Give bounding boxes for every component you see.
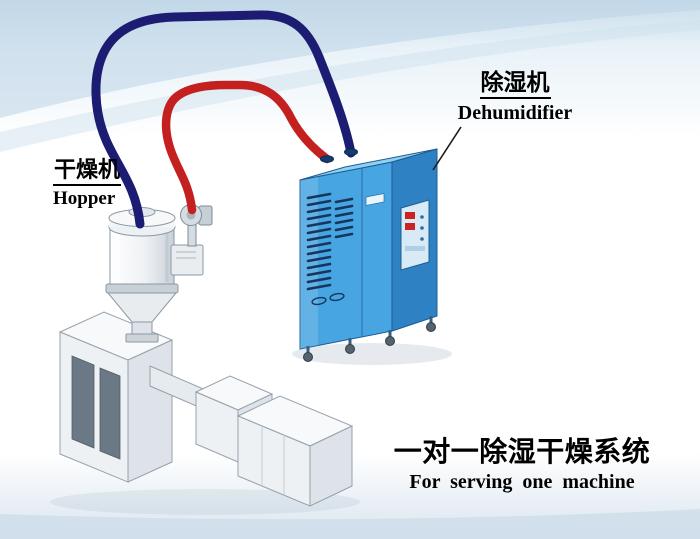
extruder-shadow <box>50 489 360 515</box>
dehumidifier-unit <box>292 148 452 365</box>
hopper-neck <box>131 321 153 335</box>
control-panel <box>400 199 430 271</box>
dehumidifier-label-zh: 除湿机 <box>449 70 581 100</box>
hopper-flange <box>125 333 159 343</box>
top-sweep <box>0 0 700 118</box>
cabinet-panel <box>71 355 95 449</box>
panel-button <box>420 226 424 230</box>
panel-button <box>420 237 424 241</box>
caption-zh: 一对一除湿干燥系统 <box>393 435 651 468</box>
system-caption: 一对一除湿干燥系统 For serving one machine <box>372 435 672 494</box>
bottom-band <box>0 509 700 539</box>
blower-pipe <box>187 223 197 247</box>
hopper-label: 干燥机 Hopper <box>53 158 122 210</box>
oval-vent <box>311 296 327 306</box>
dehumidifier-label: 除湿机 Dehumidifier <box>449 70 581 124</box>
dehumidifier-top-face <box>299 148 438 181</box>
nameplate <box>365 193 385 206</box>
hopper-label-zh: 干燥机 <box>53 158 122 187</box>
hopper-label-en: Hopper <box>53 188 116 210</box>
dehumidifier-label-en: Dehumidifier <box>457 102 573 125</box>
dehumidifier-label-zh-text: 除湿机 <box>479 70 551 100</box>
extruder-machine <box>50 311 360 515</box>
mid-sweep <box>0 20 700 152</box>
blue-hose <box>91 10 356 229</box>
dehumidifier-shadow <box>292 343 452 365</box>
panel-slot <box>405 246 425 251</box>
oval-vent <box>329 292 345 302</box>
air-hoses <box>91 10 356 229</box>
cabinet-panel <box>99 367 121 460</box>
caption-en: For serving one machine <box>409 471 635 494</box>
hose-fittings <box>320 148 358 163</box>
casters <box>303 316 436 362</box>
panel-button <box>420 215 424 219</box>
dehumidifier-pointer-line <box>432 126 462 171</box>
louver-vents <box>306 192 354 291</box>
extruder-cabinet-side <box>127 339 173 483</box>
display-red-2 <box>405 223 415 230</box>
hose-inlet-left <box>320 155 334 163</box>
front-face-highlight <box>300 176 318 349</box>
display-red-1 <box>405 212 415 219</box>
hose-inlet-right <box>344 148 358 156</box>
extruder-end-box-side <box>309 425 353 507</box>
hopper-label-zh-text: 干燥机 <box>53 158 122 187</box>
hopper-clamp-band <box>105 283 179 294</box>
red-hose <box>161 80 332 215</box>
hopper-control-box <box>170 244 204 276</box>
